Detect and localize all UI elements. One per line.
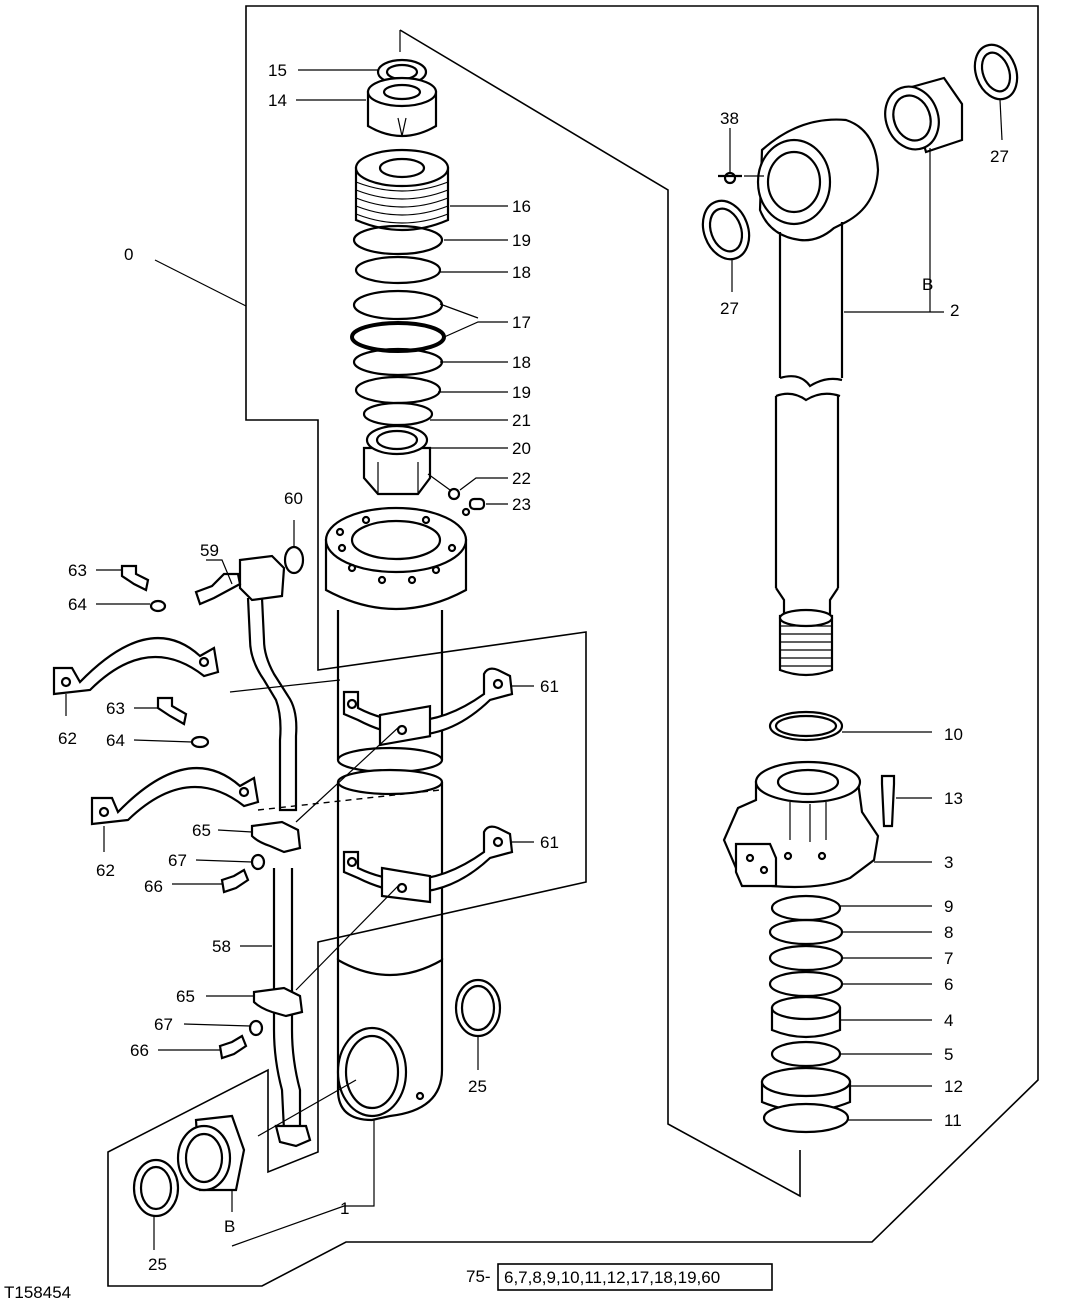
callout-3: 3 xyxy=(944,853,953,872)
callout-8: 8 xyxy=(944,923,953,942)
part-65-pipe-clamp-upper xyxy=(250,820,302,854)
callout-63-upper: 63 xyxy=(68,561,87,580)
part-20-nut xyxy=(362,424,432,496)
callout-9: 9 xyxy=(944,897,953,916)
part-2-piston-rod xyxy=(756,118,880,677)
part-63-bolt-lower xyxy=(156,696,188,726)
part-16-rod-guide xyxy=(354,148,450,232)
part-58-pipe-upper xyxy=(246,597,298,812)
piston-seal-stack xyxy=(760,894,852,1134)
part-3-piston xyxy=(722,760,880,889)
part-65-pipe-clamp-lower xyxy=(252,986,304,1018)
callout-27-left: 27 xyxy=(720,299,739,318)
part-62-clamp-upper xyxy=(52,636,220,696)
part-25-seal-left xyxy=(132,1158,180,1218)
callout-18-lower: 18 xyxy=(512,353,531,372)
callout-63-lower: 63 xyxy=(106,699,125,718)
callout-0: 0 xyxy=(124,245,133,264)
kit-note-prefix: 75- xyxy=(466,1267,491,1286)
part-13-bolt xyxy=(880,774,896,828)
part-58-pipe-lower xyxy=(272,868,312,1148)
part-23-setscrew xyxy=(468,497,486,511)
callout-38: 38 xyxy=(720,109,739,128)
callout-12: 12 xyxy=(944,1077,963,1096)
callout-23: 23 xyxy=(512,495,531,514)
callout-21: 21 xyxy=(512,411,531,430)
callout-62-lower: 62 xyxy=(96,861,115,880)
callout-2: 2 xyxy=(950,301,959,320)
part-61-clamp-lower xyxy=(342,825,514,904)
callout-64-upper: 64 xyxy=(68,595,87,614)
callout-7: 7 xyxy=(944,949,953,968)
callout-25-left: 25 xyxy=(148,1255,167,1274)
part-59-block-and-bolt xyxy=(194,554,286,606)
callout-59: 59 xyxy=(200,541,219,560)
callout-22: 22 xyxy=(512,469,531,488)
callout-b-right: B xyxy=(922,275,933,294)
part-38-grease-fitting xyxy=(718,171,742,185)
callout-19-lower: 19 xyxy=(512,383,531,402)
callout-20: 20 xyxy=(512,439,531,458)
callout-14: 14 xyxy=(268,91,287,110)
callout-64-lower: 64 xyxy=(106,731,125,750)
part-61-clamp-upper xyxy=(342,667,514,747)
callout-17: 17 xyxy=(512,313,531,332)
callout-4: 4 xyxy=(944,1011,953,1030)
callout-b-left: B xyxy=(224,1217,235,1236)
callout-67-lower: 67 xyxy=(154,1015,173,1034)
part-27-seal-right xyxy=(973,43,1019,101)
kit-note: 75- 6,7,8,9,10,11,12,17,18,19,60 xyxy=(466,1263,773,1291)
part-bushing-b-left xyxy=(176,1114,246,1192)
callout-66-lower: 66 xyxy=(130,1041,149,1060)
callout-66-upper: 66 xyxy=(144,877,163,896)
callout-16: 16 xyxy=(512,197,531,216)
part-62-clamp-lower xyxy=(90,766,260,826)
callout-61-upper: 61 xyxy=(540,677,559,696)
callout-13: 13 xyxy=(944,789,963,808)
rod-group-boundary xyxy=(399,29,801,1198)
callout-60: 60 xyxy=(284,489,303,508)
callout-labels: 0 15 14 16 19 18 17 18 19 21 20 22 23 60… xyxy=(58,61,1009,1274)
part-67-oring-lower xyxy=(248,1019,264,1037)
part-bushing-b-right xyxy=(884,76,964,154)
part-10-ring xyxy=(768,710,844,742)
seal-stack-17-19 xyxy=(350,224,446,427)
callout-65-lower: 65 xyxy=(176,987,195,1006)
kit-note-items: 6,7,8,9,10,11,12,17,18,19,60 xyxy=(504,1268,720,1287)
callout-65-upper: 65 xyxy=(192,821,211,840)
callout-6: 6 xyxy=(944,975,953,994)
callout-19-upper: 19 xyxy=(512,231,531,250)
callout-15: 15 xyxy=(268,61,287,80)
callout-61-lower: 61 xyxy=(540,833,559,852)
part-67-oring-upper xyxy=(250,853,266,871)
part-27-seal-left xyxy=(701,199,751,261)
part-63-bolt-upper xyxy=(120,564,150,592)
part-64-washer-upper xyxy=(149,599,167,613)
part-66-bolt-upper xyxy=(220,868,250,894)
kit-boundary xyxy=(107,5,1039,1287)
part-1-cylinder-tube xyxy=(324,506,471,1122)
callout-10: 10 xyxy=(944,725,963,744)
callout-58: 58 xyxy=(212,937,231,956)
part-14-bushing xyxy=(366,76,438,137)
part-22-ball xyxy=(447,487,461,501)
leader-lines xyxy=(65,69,1003,1250)
callout-0-leader xyxy=(154,259,247,307)
figure-id: T158454 xyxy=(4,1283,71,1302)
kit-note-box xyxy=(497,1263,773,1291)
part-66-bolt-lower xyxy=(218,1034,248,1060)
callout-11: 11 xyxy=(944,1111,962,1130)
callout-67-upper: 67 xyxy=(168,851,187,870)
callout-18-upper: 18 xyxy=(512,263,531,282)
part-25-seal-right xyxy=(454,978,502,1038)
callout-62-upper: 62 xyxy=(58,729,77,748)
callout-5: 5 xyxy=(944,1045,953,1064)
part-60-oring xyxy=(283,545,305,575)
callout-1: 1 xyxy=(340,1199,349,1218)
part-64-washer-lower xyxy=(190,735,210,749)
callout-25-right: 25 xyxy=(468,1077,487,1096)
callout-27-right: 27 xyxy=(990,147,1009,166)
